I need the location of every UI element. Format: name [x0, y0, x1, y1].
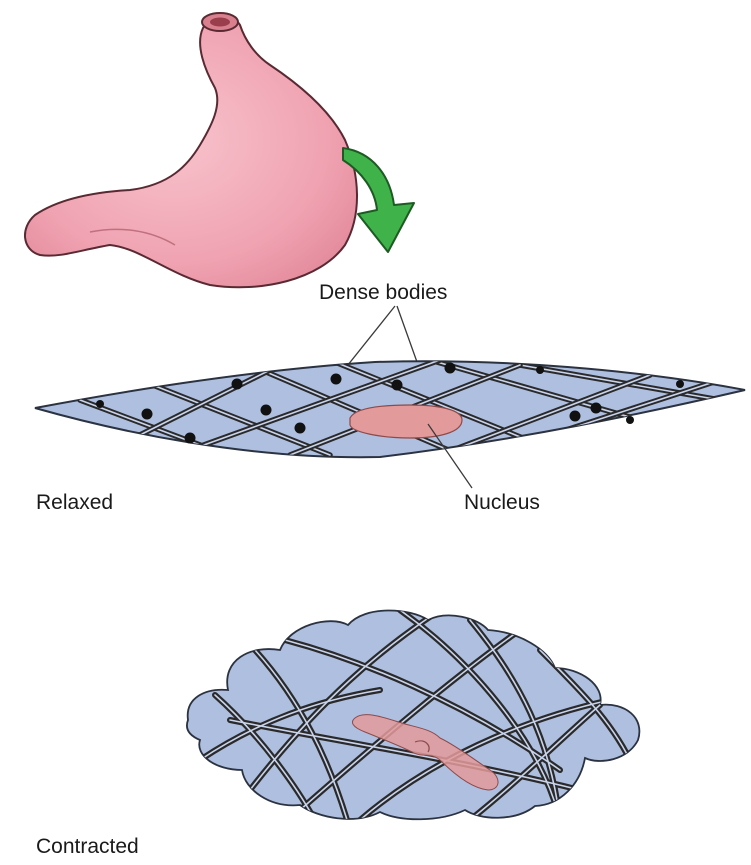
dense-body	[626, 416, 634, 424]
relaxed-nucleus	[350, 405, 462, 438]
dense-bodies-label: Dense bodies	[319, 281, 447, 304]
stomach-body	[25, 18, 357, 287]
dense-body	[591, 403, 602, 414]
dense-body	[185, 433, 196, 444]
dense-body	[445, 363, 456, 374]
nucleus-label: Nucleus	[464, 491, 540, 514]
dense-body	[142, 409, 153, 420]
dense-body	[536, 366, 544, 374]
contracted-label: Contracted	[36, 835, 139, 858]
dense-body	[96, 400, 104, 408]
relaxed-smooth-muscle-cell	[35, 360, 745, 457]
dense-body	[392, 380, 403, 391]
dense-body	[676, 380, 684, 388]
dense-body	[232, 379, 243, 390]
contracted-smooth-muscle-cell	[187, 610, 639, 830]
relaxed-label: Relaxed	[36, 491, 113, 514]
dense-body	[295, 423, 306, 434]
dense-body	[570, 411, 581, 422]
stomach-illustration	[25, 13, 357, 287]
dense-body	[261, 405, 272, 416]
dense-body	[331, 374, 342, 385]
